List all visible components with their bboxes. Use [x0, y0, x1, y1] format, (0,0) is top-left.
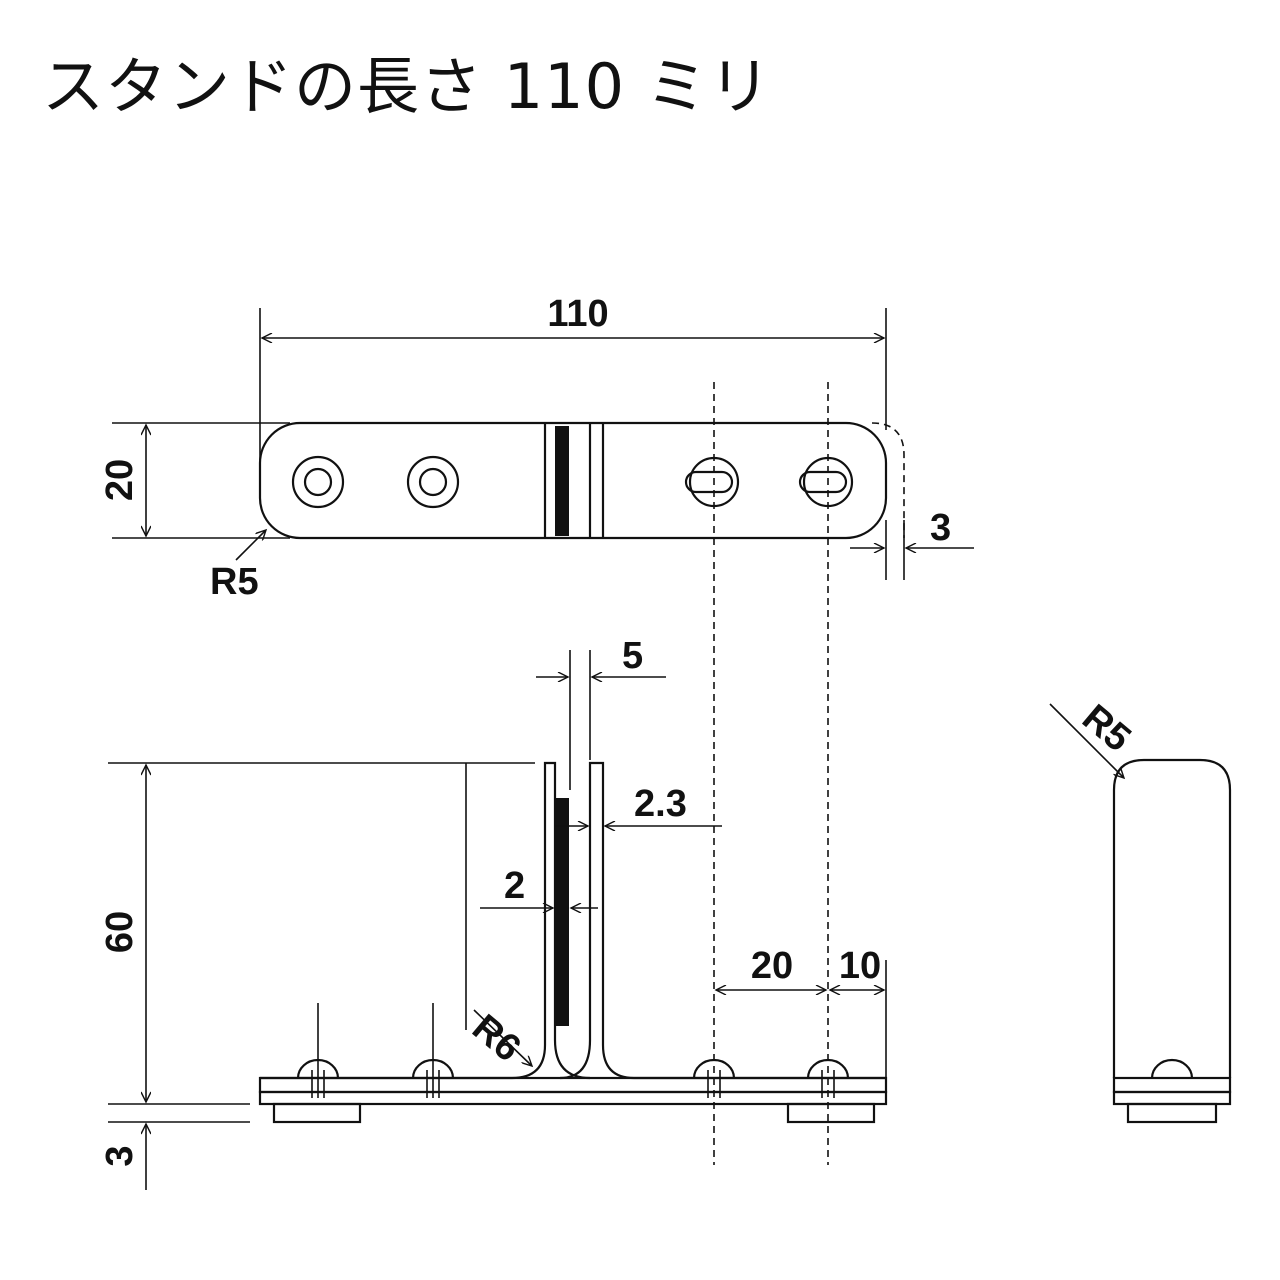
screw-head-4 — [806, 1058, 850, 1079]
hole-outer-2 — [406, 455, 460, 509]
keyhole-slot-1 — [684, 470, 734, 494]
dim-label-10: 10 — [839, 945, 881, 987]
end-base-bottom — [1112, 1090, 1232, 1106]
top-view: 110 20 R5 3 — [99, 293, 974, 603]
side-view: 60 3 R6 5 2.3 2 20 10 — [99, 635, 888, 1190]
hole-inner-2 — [418, 467, 448, 497]
base-plate-bottom — [258, 1090, 888, 1106]
dim-label-3-top: 3 — [930, 507, 951, 549]
top-plate-outline — [258, 421, 888, 540]
dim-label-3-base: 3 — [99, 1145, 141, 1166]
end-foot — [1126, 1102, 1218, 1124]
dim-label-r6: R6 — [464, 1007, 528, 1070]
foot-left — [272, 1102, 362, 1124]
base-plate-top — [258, 1076, 888, 1094]
dim-label-60: 60 — [99, 911, 141, 953]
keyhole-slot-2 — [798, 470, 848, 494]
hole-inner-1 — [303, 467, 333, 497]
end-screw-head — [1150, 1058, 1194, 1079]
leader-r6 — [473, 1009, 532, 1066]
dim-label-110: 110 — [547, 293, 608, 335]
slot-hatch — [555, 426, 569, 536]
dim-label-2-3: 2.3 — [634, 783, 687, 825]
dim-label-5: 5 — [622, 635, 643, 677]
dim-label-20-spacing: 20 — [751, 945, 793, 987]
leader-r5-end — [1049, 703, 1124, 778]
dim-label-r5-top: R5 — [210, 561, 259, 603]
dim-label-2: 2 — [504, 865, 525, 907]
leader-r5 — [235, 530, 266, 561]
page-title: スタンドの長さ 110 ミリ — [42, 50, 772, 123]
dim-label-20: 20 — [99, 459, 141, 501]
end-outline — [1112, 758, 1232, 1078]
upright-right — [559, 761, 886, 1080]
hole-outer-1 — [291, 455, 345, 509]
dim-label-r5-end: R5 — [1074, 697, 1138, 760]
upright-hatch — [556, 798, 569, 1026]
foot-right — [786, 1102, 876, 1124]
upright-left — [260, 761, 591, 1080]
end-view: R5 — [1049, 697, 1232, 1124]
hidden-edge — [871, 422, 905, 538]
screw-head-3 — [692, 1058, 736, 1079]
end-base-top — [1112, 1076, 1232, 1094]
